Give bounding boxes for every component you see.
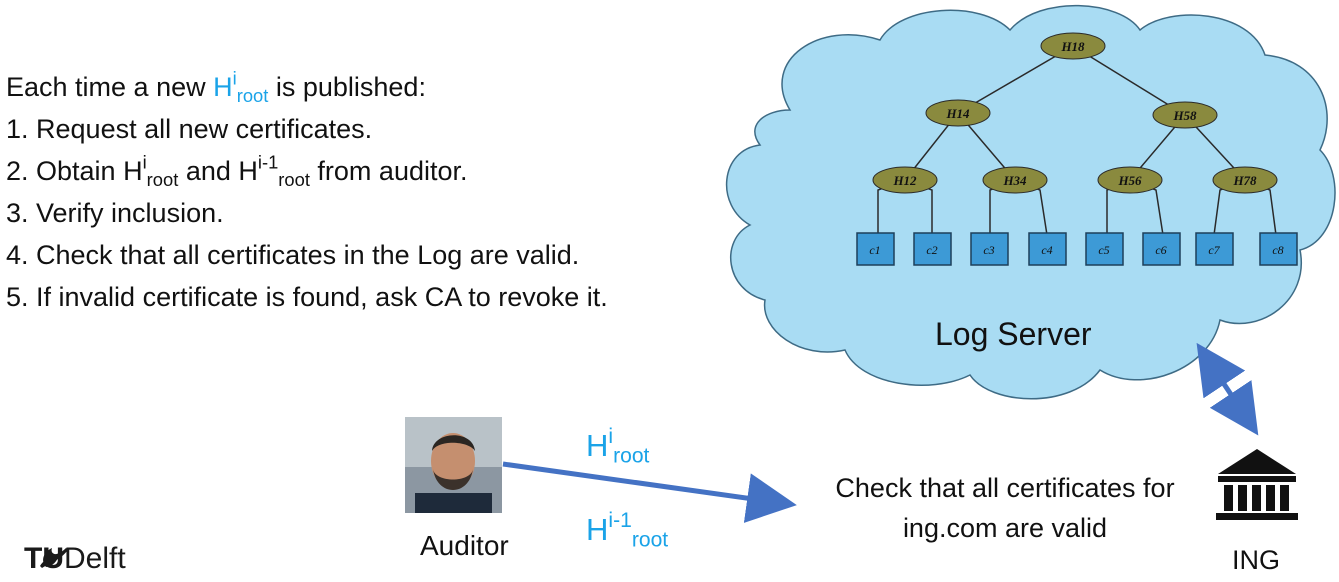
node-h78: H78 <box>1232 173 1257 188</box>
check-certificates-text: Check that all certificates for ing.com … <box>790 468 1220 548</box>
node-h18: H18 <box>1060 39 1085 54</box>
log-server-label: Log Server <box>935 316 1092 352</box>
leaf-c2: c2 <box>926 243 937 257</box>
step-4: 4. Check that all certificates in the Lo… <box>6 240 580 270</box>
step-3: 3. Verify inclusion. <box>6 198 224 228</box>
step-1: 1. Request all new certificates. <box>6 114 373 144</box>
tu-delft-logo: TUDelft <box>24 542 126 576</box>
hroot-message-label: Hiroot <box>586 424 650 468</box>
auditor-label: Auditor <box>420 530 509 561</box>
procedure-intro: Each time a new Hiroot is published: <box>6 66 608 108</box>
procedure-steps: Each time a new Hiroot is published: 1. … <box>6 66 608 318</box>
intro-text: Each time a new <box>6 72 214 102</box>
intro-hroot: Hiroot <box>213 67 269 106</box>
node-h58: H58 <box>1172 108 1197 123</box>
check-text-line-2: ing.com are valid <box>902 513 1108 543</box>
node-h34: H34 <box>1002 173 1027 188</box>
ing-label: ING <box>1232 545 1281 575</box>
check-text-line-1: Check that all certificates for <box>835 473 1175 503</box>
leaf-c6: c6 <box>1155 243 1166 257</box>
bank-icon <box>1216 449 1298 520</box>
logo-tu: TU <box>24 542 64 575</box>
leaf-c5: c5 <box>1098 243 1109 257</box>
auditor-avatar <box>405 417 502 513</box>
node-h14: H14 <box>945 106 970 121</box>
node-h56: H56 <box>1117 173 1142 188</box>
intro-suffix: is published: <box>268 72 426 102</box>
node-h12: H12 <box>892 173 917 188</box>
tu-delft-flame-icon <box>40 548 68 568</box>
hprev-message-label: Hi-1root <box>586 508 669 552</box>
leaf-c7: c7 <box>1208 243 1220 257</box>
leaf-c1: c1 <box>869 243 880 257</box>
auditor-arrow <box>502 461 797 523</box>
leaf-c8: c8 <box>1272 243 1283 257</box>
leaf-c3: c3 <box>983 243 994 257</box>
logo-delft: Delft <box>64 542 126 575</box>
leaf-c4: c4 <box>1041 243 1052 257</box>
step-5: 5. If invalid certificate is found, ask … <box>6 282 608 312</box>
tree-nodes: H18 H14 H58 H12 H34 H56 H78 <box>872 32 1278 194</box>
step-2: 2. Obtain Hiroot and Hi-1root from audit… <box>6 151 468 190</box>
tree-leaves: c1 c2 c3 c4 c5 c6 c7 c8 <box>856 232 1298 266</box>
ing-log-arrow <box>1196 342 1259 436</box>
